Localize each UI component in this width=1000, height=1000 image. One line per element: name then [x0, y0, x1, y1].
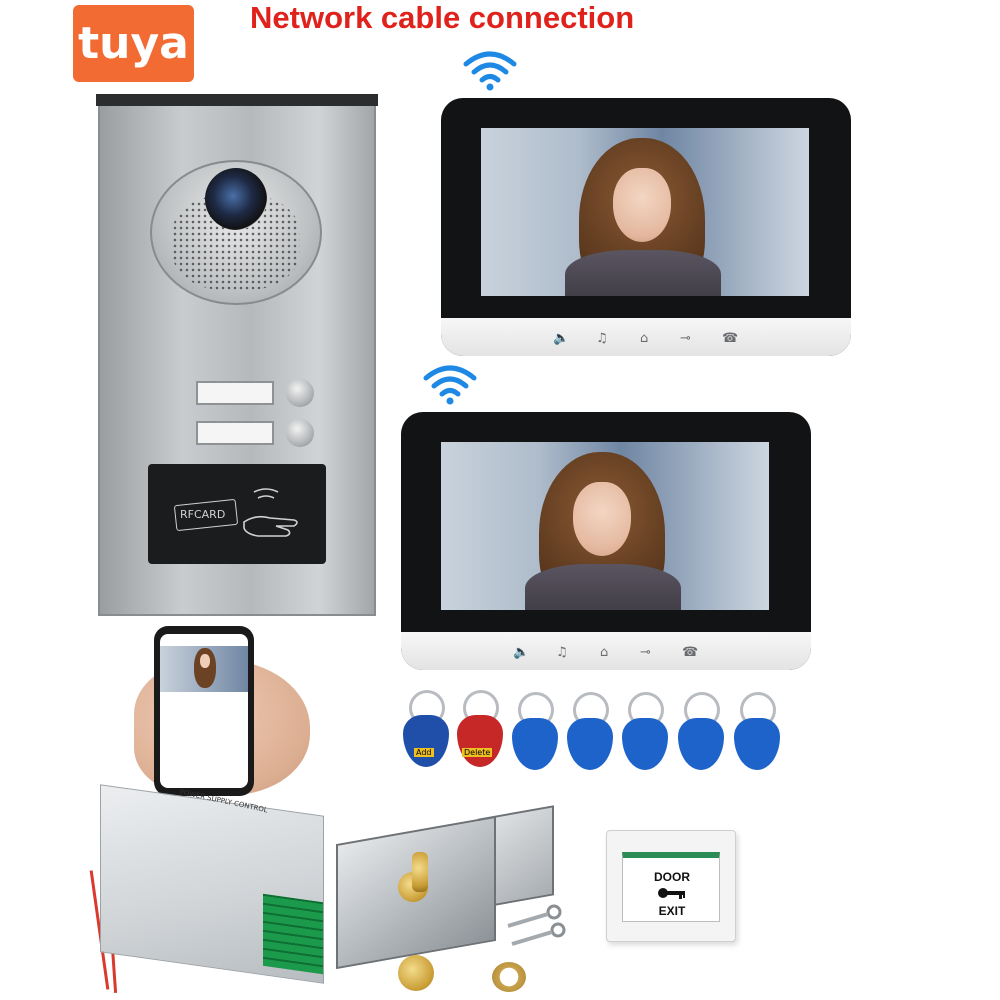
rfid-label: RFCARD: [180, 508, 226, 521]
monitor-2-base: [401, 632, 811, 670]
hangup-icon[interactable]: ☎: [682, 645, 699, 660]
key-fob: [512, 718, 558, 770]
key-fob: [734, 718, 780, 770]
wifi-icon: [422, 362, 478, 410]
rfid-hand-icon: [243, 488, 298, 537]
lock-knob: [412, 852, 428, 892]
key-fob: [622, 718, 668, 770]
call-button-1[interactable]: [286, 379, 314, 407]
music-icon[interactable]: ♫: [556, 645, 568, 660]
fob-tag-delete: Delete: [462, 748, 493, 757]
key-fob-delete: [457, 715, 503, 767]
home-icon[interactable]: ⌂: [640, 331, 649, 346]
key-icon: [657, 886, 687, 900]
outdoor-panel-top-cap: [96, 94, 378, 106]
terminal-block: [263, 893, 323, 975]
camera-lens-icon: [205, 168, 267, 230]
keys-icon: [507, 904, 566, 946]
key-fob-add: [403, 715, 449, 767]
tuya-logo: tuya: [73, 5, 194, 82]
call-button-2[interactable]: [286, 419, 314, 447]
door-exit-plate[interactable]: DOOR EXIT: [622, 852, 720, 922]
key-fob: [678, 718, 724, 770]
rfid-reader[interactable]: [148, 464, 326, 564]
exit-line-2: EXIT: [658, 904, 686, 918]
key-icon[interactable]: ⊸: [640, 645, 651, 660]
key-icon[interactable]: ⊸: [680, 331, 691, 346]
monitor-1-base: [441, 318, 851, 356]
monitor-1-screen: [481, 128, 809, 296]
wifi-icon: [462, 48, 518, 96]
exit-line-1: DOOR: [654, 870, 690, 884]
nameplate-1: [196, 381, 274, 405]
home-icon[interactable]: ⌂: [600, 645, 609, 660]
key-fob: [567, 718, 613, 770]
page-title: Network cable connection: [250, 0, 635, 35]
fob-tag-add: Add: [414, 748, 434, 757]
monitor-2-screen: [441, 442, 769, 610]
lock-ring: [492, 962, 526, 992]
music-icon[interactable]: ♫: [596, 331, 608, 346]
smartphone-screen[interactable]: [160, 634, 248, 788]
spare-cylinder: [398, 955, 434, 991]
hangup-icon[interactable]: ☎: [722, 331, 739, 346]
nameplate-2: [196, 421, 274, 445]
speaker-icon[interactable]: 🔈: [553, 331, 570, 346]
speaker-icon[interactable]: 🔈: [513, 645, 530, 660]
